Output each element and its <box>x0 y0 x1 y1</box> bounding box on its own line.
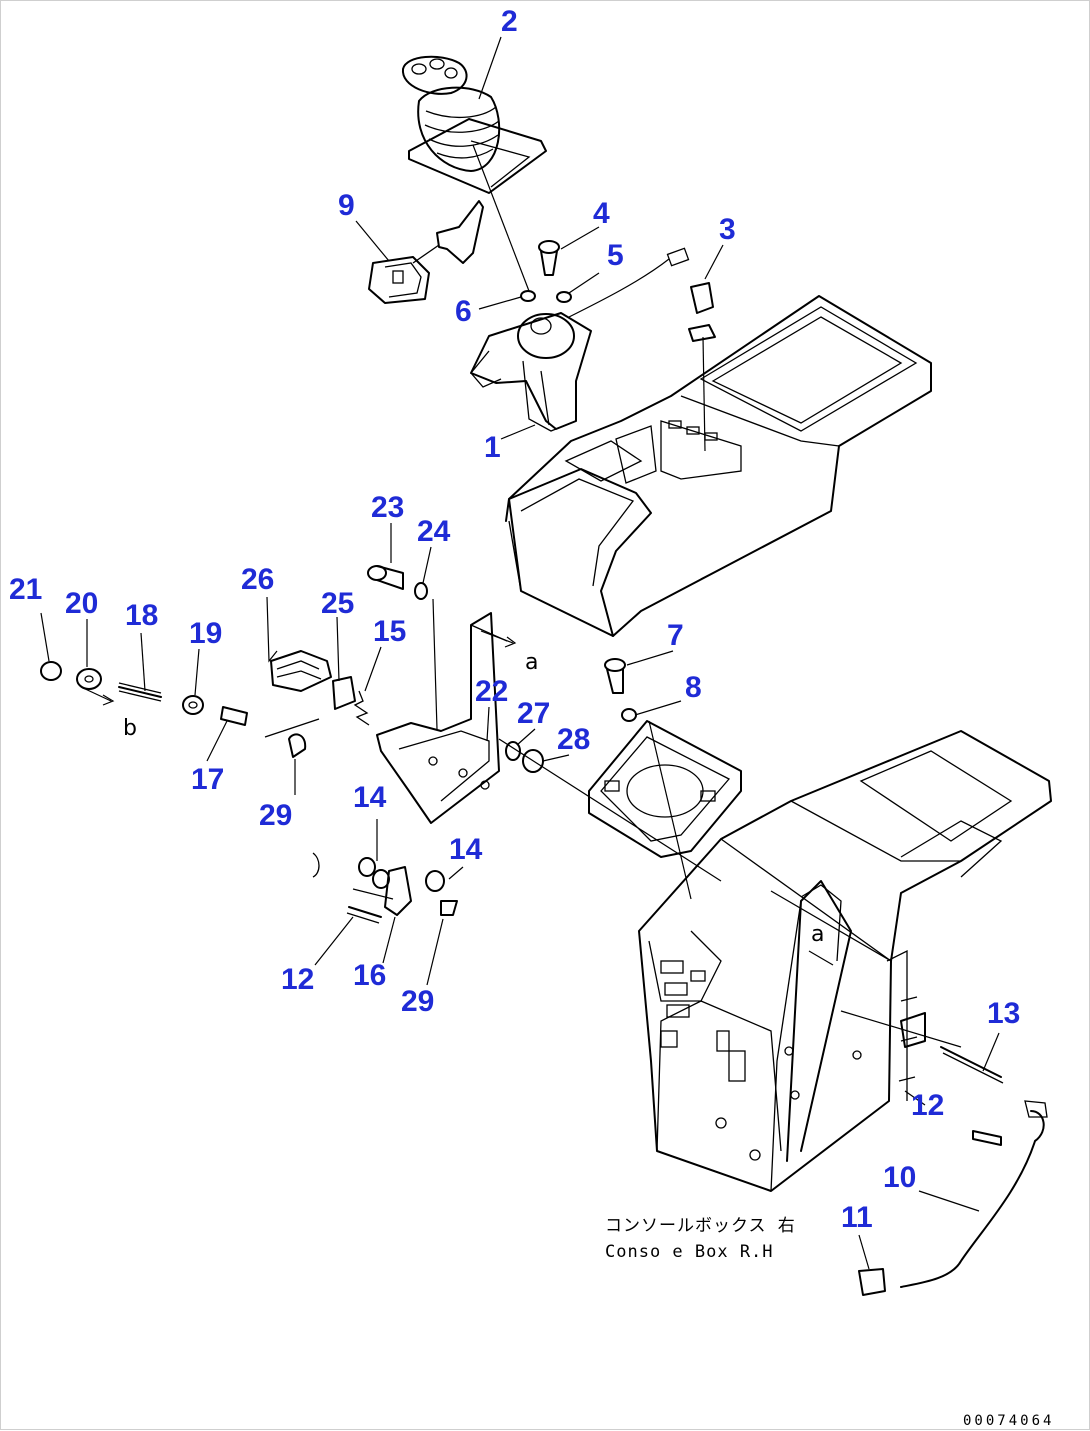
bolt-17 <box>220 706 248 726</box>
console-box-upper <box>505 295 932 637</box>
callout-22: 22 <box>475 675 508 708</box>
pin-18 <box>118 686 162 698</box>
washer-27 <box>505 741 521 761</box>
clip-29 <box>288 733 307 758</box>
callout-1: 1 <box>484 431 501 464</box>
pivot-assembly <box>312 852 458 924</box>
callout-10: 10 <box>883 1161 916 1194</box>
joystick-lever-assembly <box>401 55 547 194</box>
caption-japanese: コンソールボックス 右 <box>605 1216 796 1236</box>
callout-13: 13 <box>987 997 1020 1030</box>
callout-20: 20 <box>65 587 98 620</box>
washer-24 <box>414 582 428 600</box>
linkage-parts <box>40 650 356 758</box>
callout-4: 4 <box>593 197 610 230</box>
mounting-bracket <box>588 720 742 858</box>
leader-lines <box>40 36 1000 1270</box>
callout-7: 7 <box>667 619 684 652</box>
caption-english: Conso e Box R.H <box>605 1242 774 1262</box>
callout-5: 5 <box>607 239 624 272</box>
washer-20 <box>76 668 102 690</box>
callout-29-lower: 29 <box>401 985 434 1018</box>
bracket-22 <box>376 612 508 824</box>
callout-2: 2 <box>501 5 518 38</box>
bushing-19 <box>182 695 204 715</box>
bolt-23 <box>367 565 404 590</box>
reference-a-upper: a <box>525 650 538 675</box>
switch-25 <box>332 676 356 710</box>
bolt-7 <box>604 658 626 694</box>
callout-17: 17 <box>191 763 224 796</box>
callout-3: 3 <box>719 213 736 246</box>
callout-23: 23 <box>371 491 404 524</box>
callout-6: 6 <box>455 295 472 328</box>
callout-15: 15 <box>373 615 406 648</box>
reference-a-lower: a <box>811 922 824 947</box>
switch-3 <box>688 282 716 342</box>
washer-5 <box>556 291 572 303</box>
callout-18: 18 <box>125 599 158 632</box>
callout-21: 21 <box>9 573 42 606</box>
callout-14-upper: 14 <box>353 781 387 814</box>
callout-12-left: 12 <box>281 963 314 996</box>
callout-12-right: 12 <box>911 1089 944 1122</box>
spring-15 <box>353 690 370 726</box>
washer-6 <box>520 290 536 302</box>
reference-arrows <box>80 630 834 966</box>
callout-26: 26 <box>241 563 274 596</box>
pilot-valve <box>470 247 690 432</box>
callout-24: 24 <box>417 515 451 548</box>
callout-16: 16 <box>353 959 386 992</box>
reference-b: b <box>123 716 137 741</box>
console-frame-lower <box>638 730 1052 1192</box>
callout-25: 25 <box>321 587 354 620</box>
bolt-4 <box>538 240 560 276</box>
callout-numbers: 1 2 3 4 5 6 7 8 9 10 11 12 12 13 14 14 1… <box>9 5 1020 1234</box>
bolt-21 <box>40 661 62 681</box>
washer-8 <box>621 708 637 722</box>
cable-assembly <box>858 1046 1048 1296</box>
callout-29-left: 29 <box>259 799 292 832</box>
callout-9: 9 <box>338 189 355 222</box>
callout-11: 11 <box>841 1201 873 1234</box>
callout-19: 19 <box>189 617 222 650</box>
document-id: 00074064 <box>963 1413 1054 1429</box>
callout-27: 27 <box>517 697 550 730</box>
harness-26 <box>270 650 332 692</box>
switch-bracket <box>368 200 484 304</box>
callout-14-lower: 14 <box>449 833 483 866</box>
callout-8: 8 <box>685 671 702 704</box>
callout-28: 28 <box>557 723 590 756</box>
